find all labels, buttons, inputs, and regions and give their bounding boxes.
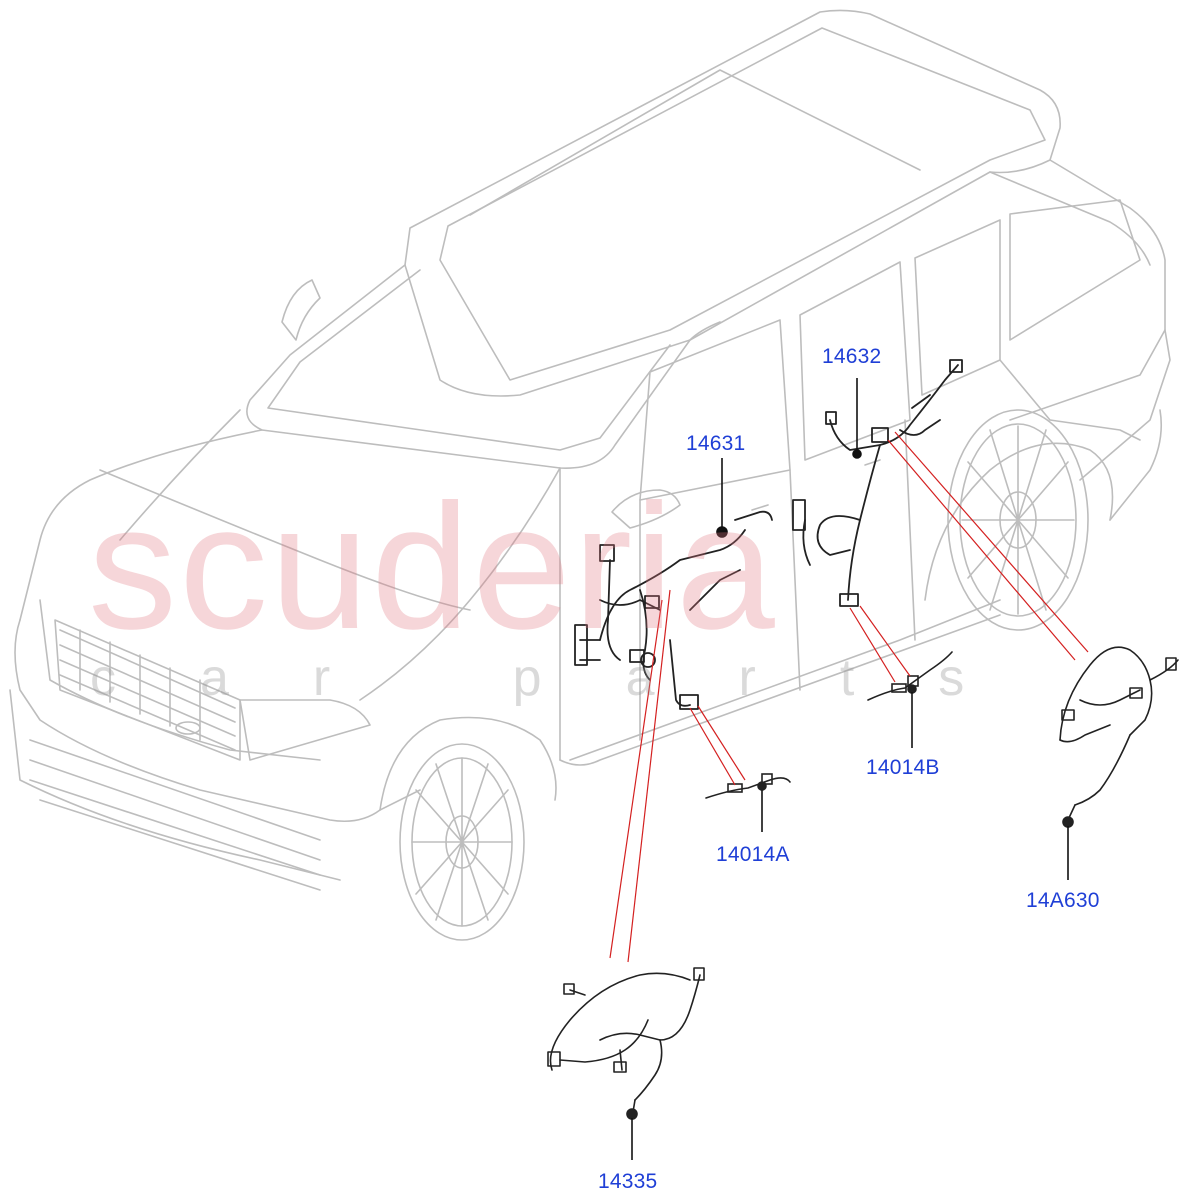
watermark-tagline: car parts xyxy=(90,649,1049,707)
leader-lines-red xyxy=(609,431,1089,963)
part-label-14631[interactable]: 14631 xyxy=(686,432,746,455)
harness-on-vehicle xyxy=(574,359,963,710)
leader-lines-black xyxy=(631,378,1069,1160)
watermark-brand: scuderia xyxy=(88,467,777,666)
part-label-14014B[interactable]: 14014B xyxy=(866,756,940,779)
vehicle-outline xyxy=(9,9,1171,941)
part-label-14014A[interactable]: 14014A xyxy=(716,843,790,866)
part-label-14632[interactable]: 14632 xyxy=(822,345,882,368)
harness-14A630 xyxy=(1059,646,1179,828)
part-label-14A630[interactable]: 14A630 xyxy=(1026,889,1100,912)
harness-14014A xyxy=(705,773,791,799)
part-label-14335[interactable]: 14335 xyxy=(598,1170,658,1193)
harness-14335 xyxy=(547,967,705,1120)
harness-14014B xyxy=(867,651,953,701)
